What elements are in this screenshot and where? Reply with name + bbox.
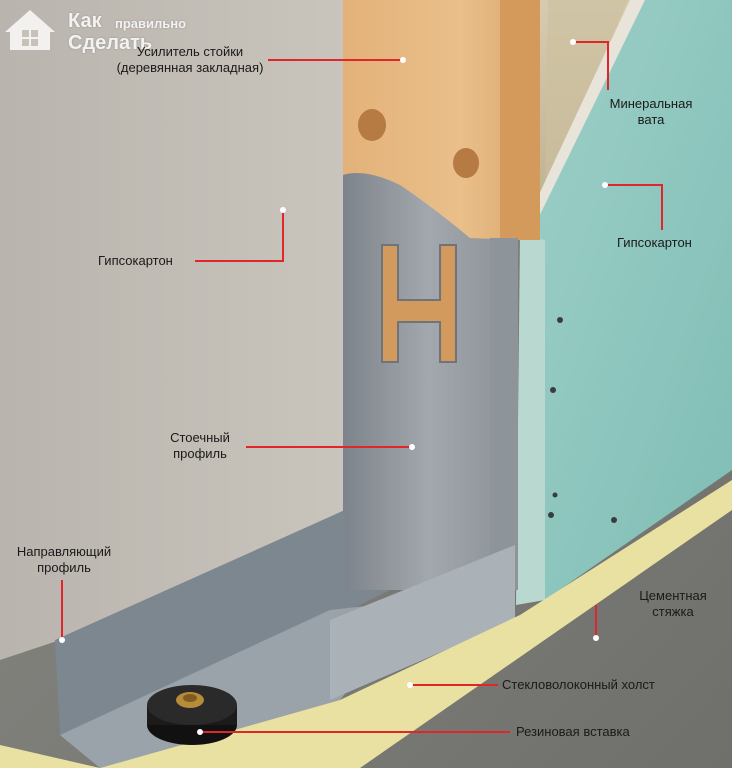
drywall-right-edge — [520, 0, 645, 235]
watermark-word-pravilno: правильно — [115, 16, 187, 31]
label-cement-screed-line1: Цементная — [639, 588, 707, 603]
wood-knot-1 — [358, 109, 386, 141]
guide-profile-front — [330, 545, 515, 700]
label-guide-profile-line2: профиль — [37, 560, 91, 575]
stud-profile-flange — [490, 238, 518, 590]
leader-lines — [61, 41, 663, 733]
label-mineral-wool-line2: вата — [637, 112, 665, 127]
label-stud-profile-line2: профиль — [173, 446, 227, 461]
watermark-house-icon — [5, 10, 55, 50]
label-cement-screed: Цементная стяжка — [628, 588, 718, 620]
watermark-word-kak: Как — [68, 10, 102, 32]
label-stud-profile-line1: Стоечный — [170, 430, 230, 445]
guide-profile-back — [55, 510, 390, 735]
wood-knot-2 — [453, 148, 479, 178]
label-fiberglass-canvas: Стекловолоконный холст — [502, 677, 655, 692]
rubber-insert — [147, 685, 237, 745]
label-drywall-left: Гипсокартон — [98, 253, 173, 268]
leader-mineral-wool — [573, 41, 609, 90]
label-stud-profile: Стоечный профиль — [160, 430, 240, 462]
drywall-right-panel — [520, 0, 732, 600]
drywall-left-wall — [0, 0, 345, 660]
wooden-reinforcement-side — [500, 0, 540, 240]
label-drywall-right: Гипсокартон — [617, 235, 692, 250]
label-stud-reinforcement: Усилитель стойки (деревянная закладная) — [115, 44, 265, 76]
drywall-right-side — [516, 235, 545, 605]
watermark-word-sdelat: Сделать — [68, 32, 153, 54]
label-guide-profile: Направляющий профиль — [4, 544, 124, 576]
label-rubber-insert: Резиновая вставка — [516, 724, 630, 739]
label-mineral-wool: Минеральная вата — [596, 96, 706, 128]
label-mineral-wool-line1: Минеральная — [609, 96, 693, 111]
fiberglass-strip — [0, 480, 732, 768]
marker-dots — [59, 39, 608, 735]
label-guide-profile-line1: Направляющий — [16, 544, 112, 559]
label-stud-reinforcement-line1: Усилитель стойки — [136, 44, 244, 59]
label-stud-reinforcement-line2: (деревянная закладная) — [116, 60, 264, 75]
leader-drywall-right — [605, 184, 663, 230]
leader-drywall-left — [195, 210, 284, 262]
drywall-screws — [548, 317, 617, 523]
stud-profile-cutout — [381, 244, 457, 363]
label-cement-screed-line2: стяжка — [652, 604, 694, 619]
